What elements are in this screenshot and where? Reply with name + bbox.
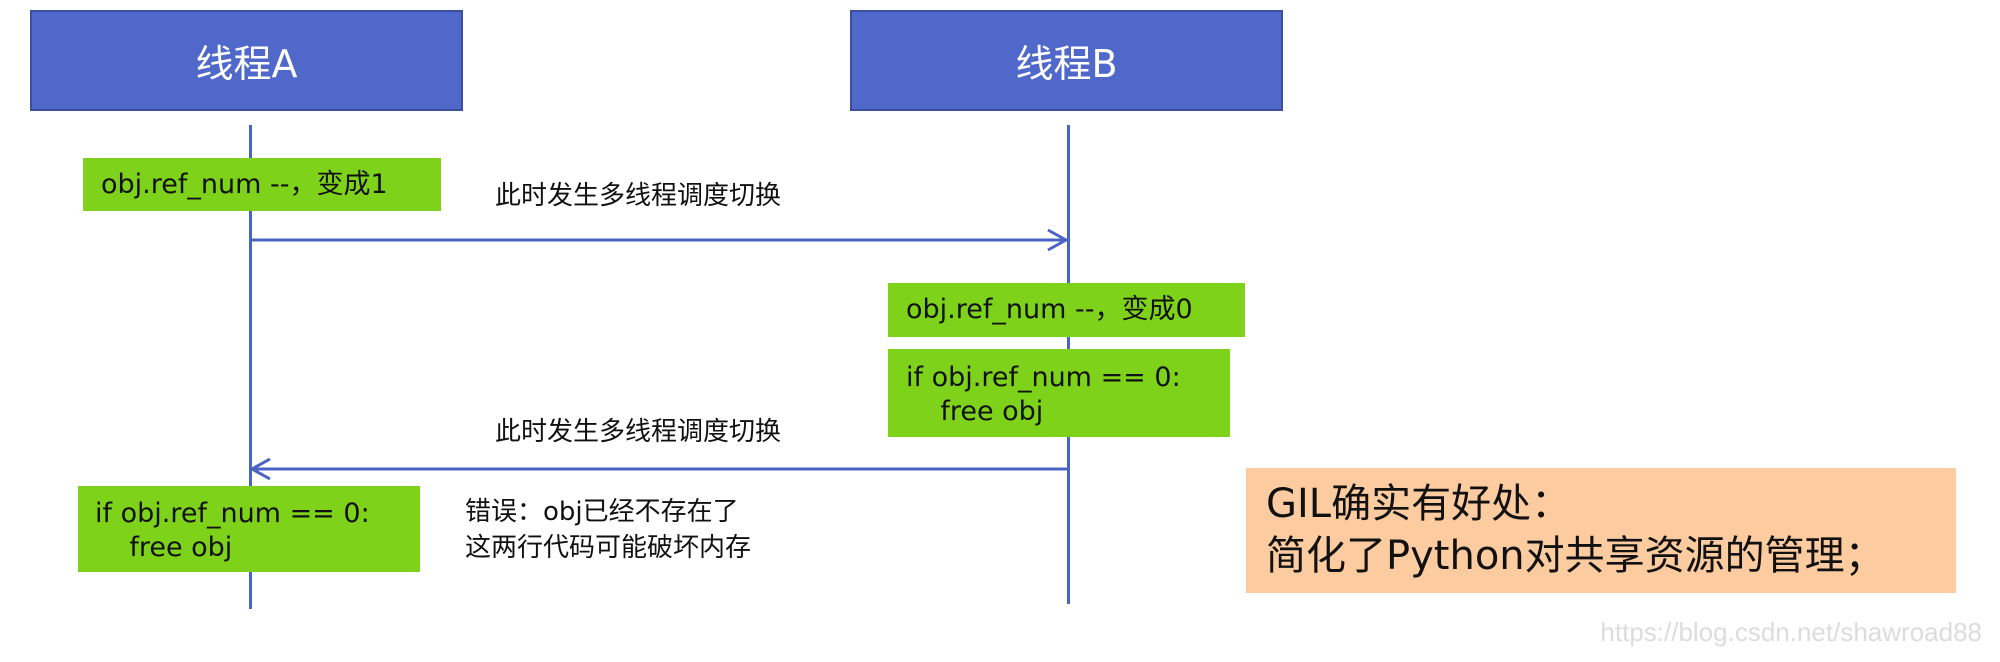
conclusion-line: GIL确实有好处：	[1266, 481, 1572, 527]
message-label-a-to-b: 此时发生多线程调度切换	[495, 181, 782, 211]
thread-b-title: 线程B	[1015, 42, 1118, 86]
step-line: free obj	[95, 532, 233, 563]
error-note-line: 错误：obj已经不存在了	[465, 497, 739, 527]
step-line: free obj	[906, 396, 1044, 427]
message-arrow-b-to-a	[248, 457, 1067, 481]
step-line: obj.ref_num --，变成1	[101, 169, 388, 200]
step-line: if obj.ref_num == 0:	[95, 498, 370, 529]
step-a-decrement: obj.ref_num --，变成1	[83, 158, 441, 211]
error-note: 错误：obj已经不存在了 这两行代码可能破坏内存	[465, 494, 751, 566]
step-b-free: if obj.ref_num == 0: free obj	[888, 349, 1230, 437]
message-label-b-to-a: 此时发生多线程调度切换	[495, 417, 782, 447]
thread-a-lifeline	[249, 125, 252, 609]
thread-a-header: 线程A	[30, 10, 463, 111]
watermark: https://blog.csdn.net/shawroad88	[1600, 617, 1982, 647]
error-note-line: 这两行代码可能破坏内存	[465, 533, 752, 563]
conclusion-line: 简化了Python对共享资源的管理；	[1266, 533, 1885, 579]
message-arrow-a-to-b	[251, 228, 1070, 252]
step-line: obj.ref_num --，变成0	[906, 294, 1193, 325]
step-line: if obj.ref_num == 0:	[906, 362, 1181, 393]
thread-a-title: 线程A	[195, 42, 298, 86]
conclusion-box: GIL确实有好处： 简化了Python对共享资源的管理；	[1246, 468, 1956, 593]
step-a-free: if obj.ref_num == 0: free obj	[78, 486, 420, 572]
step-b-decrement: obj.ref_num --，变成0	[888, 283, 1245, 337]
thread-b-header: 线程B	[850, 10, 1283, 111]
